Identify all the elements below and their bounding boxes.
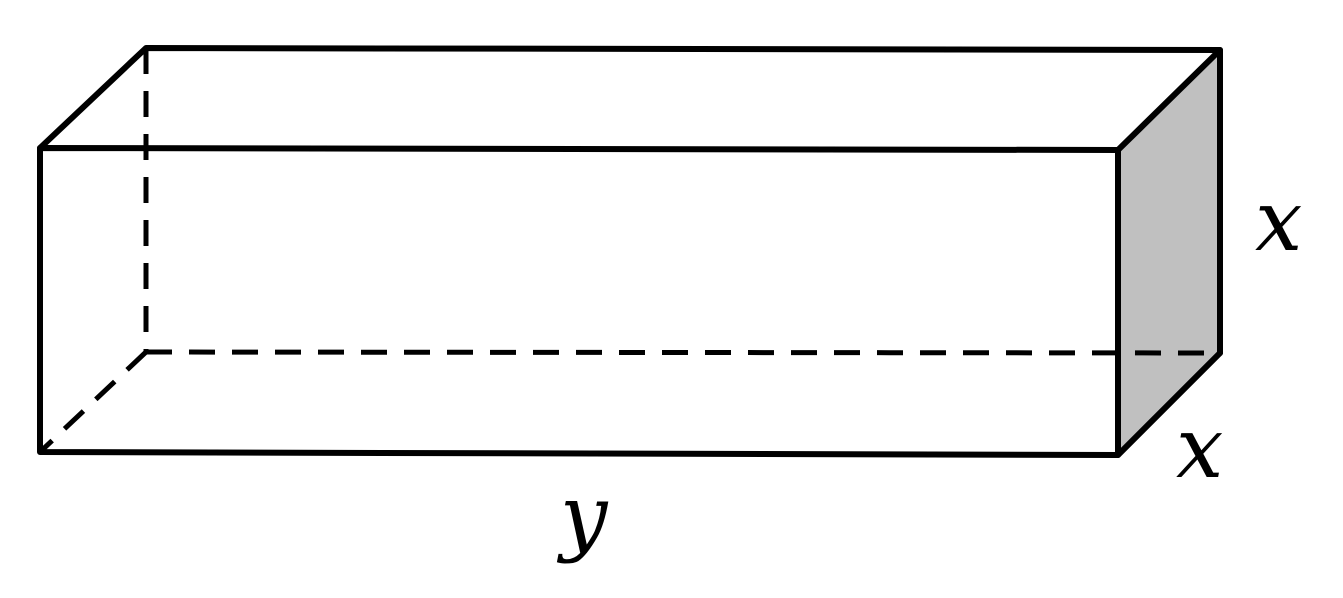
shaded-end-face [1118, 50, 1220, 455]
hidden-bottom-back-edge [145, 349, 1221, 356]
hidden-depth-edge [38, 350, 148, 454]
right-bottom-depth-edge [1115, 350, 1223, 458]
height-label: x [1255, 172, 1302, 270]
depth-label: x [1176, 399, 1223, 497]
length-label: y [556, 467, 609, 565]
front-face [37, 145, 1121, 458]
top-face-edges [37, 45, 1223, 153]
